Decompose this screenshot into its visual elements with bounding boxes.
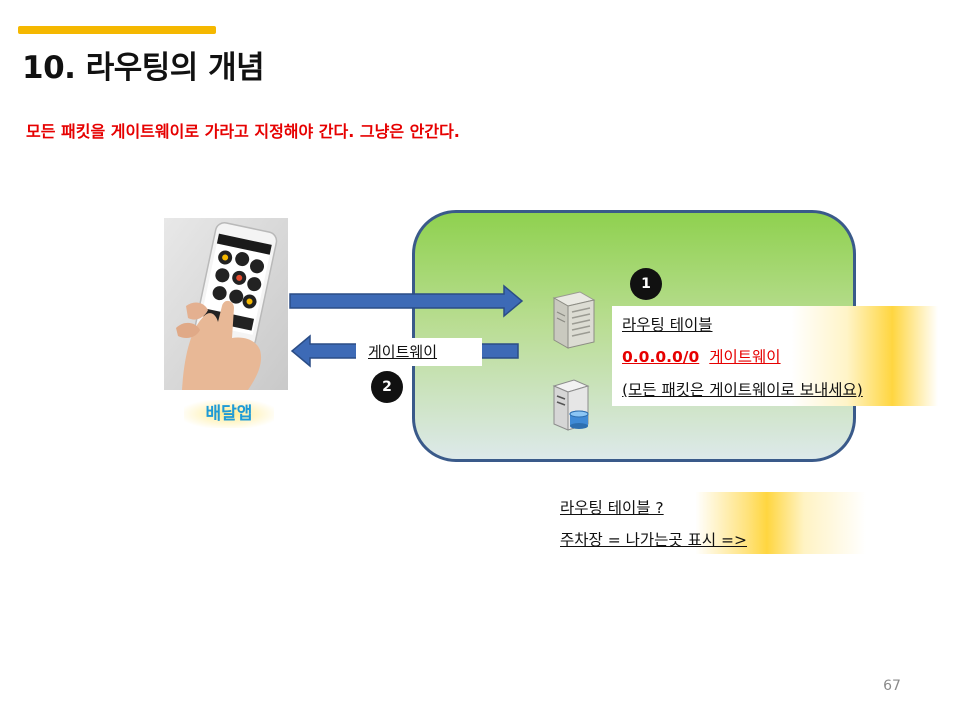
routing-table-note: (모든 패킷은 게이트웨이로 보내세요) bbox=[622, 381, 863, 399]
gateway-label: 게이트웨이 bbox=[356, 338, 482, 366]
explanation-question: 라우팅 테이블 ? bbox=[560, 499, 664, 517]
step-1-badge: 1 bbox=[630, 268, 662, 300]
page-subtitle: 모든 패킷을 게이트웨이로 가라고 지정해야 간다. 그냥은 안간다. bbox=[26, 122, 460, 141]
route-destination: 0.0.0.0/0 bbox=[622, 348, 700, 366]
delivery-app-photo bbox=[164, 218, 288, 390]
database-server-icon bbox=[552, 379, 590, 431]
routing-table-heading: 라우팅 테이블 bbox=[622, 316, 713, 334]
smartphone-photo-icon bbox=[164, 218, 288, 390]
explanation-answer: 주차장 = 나가는곳 표시 => bbox=[560, 531, 748, 549]
delivery-app-label: 배달앱 bbox=[184, 400, 274, 428]
gateway-label-text: 게이트웨이 bbox=[368, 343, 438, 361]
arrow-right-icon bbox=[289, 284, 524, 318]
explanation-panel bbox=[556, 492, 866, 554]
server-tower-icon bbox=[552, 291, 596, 349]
page-title: 10. 라우팅의 개념 bbox=[22, 50, 265, 86]
routing-table-entry: 0.0.0.0/0 게이트웨이 bbox=[622, 345, 781, 367]
routing-table-panel bbox=[612, 306, 938, 406]
page-number: 67 bbox=[883, 678, 901, 694]
title-accent-bar bbox=[18, 26, 216, 34]
step-2-badge: 2 bbox=[371, 371, 403, 403]
route-target: 게이트웨이 bbox=[709, 348, 781, 366]
